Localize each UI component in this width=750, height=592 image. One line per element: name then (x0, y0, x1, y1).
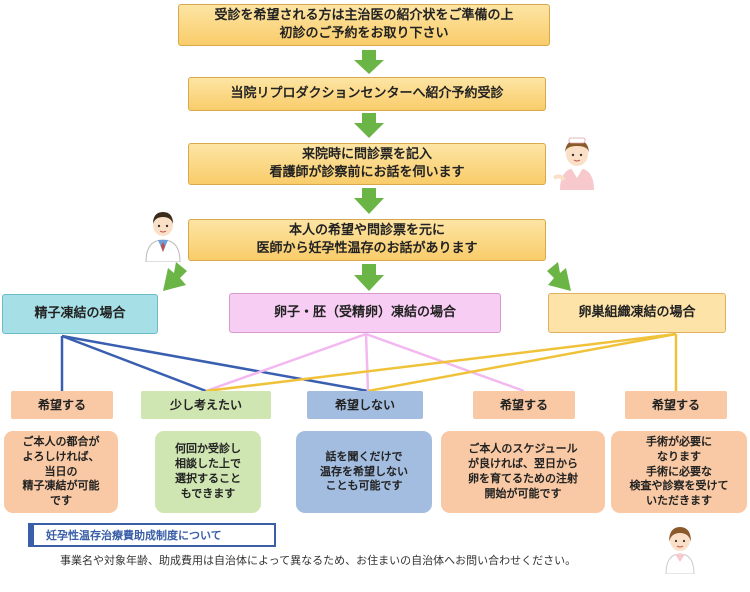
desc-consider: 何回か受診し 相談した上で 選択すること もできます (155, 431, 261, 513)
category-ovary: 卵巣組織凍結の場合 (548, 293, 726, 333)
option-egg-yes-label: 希望する (499, 397, 548, 412)
option-consider: 少し考えたい (141, 391, 271, 419)
doctor-icon (145, 212, 181, 262)
arrow-1 (354, 50, 384, 74)
arrow-center (354, 264, 384, 291)
option-no: 希望しない (307, 391, 423, 419)
option-sperm-yes-label: 希望する (37, 397, 86, 412)
option-consider-label: 少し考えたい (169, 397, 242, 412)
step-questionnaire-text: 来院時に問診票を記入 看護師が診察前にお話を伺います (269, 147, 465, 180)
desc-no: 話を聞くだけで 温存を希望しない ことも可能です (296, 431, 432, 513)
step-questionnaire: 来院時に問診票を記入 看護師が診察前にお話を伺います (188, 143, 546, 185)
arrow-left (163, 262, 187, 291)
step-referral-text: 受診を希望される方は主治医の紹介状をご準備の上 初診のご予約をお取り下さい (214, 8, 514, 41)
nurse-icon (552, 137, 594, 190)
arrow-right (547, 262, 571, 291)
category-egg: 卵子・胚（受精卵）凍結の場合 (229, 293, 501, 333)
category-sperm: 精子凍結の場合 (2, 294, 158, 334)
category-egg-label: 卵子・胚（受精卵）凍結の場合 (273, 305, 456, 321)
option-ovary-yes: 希望する (625, 391, 727, 419)
desc-ovary-yes: 手術が必要に なります 手術に必要な 検査や診察を受けて いただきます (611, 431, 747, 513)
desc-sperm-yes-text: ご本人の都合が よろしければ、 当日の 精子凍結が可能 です (22, 434, 100, 508)
desc-no-text: 話を聞くだけで 温存を希望しない ことも可能です (320, 449, 408, 493)
desc-ovary-yes-text: 手術が必要に なります 手術に必要な 検査や診察を受けて いただきます (629, 434, 729, 508)
option-egg-yes: 希望する (473, 391, 575, 419)
option-ovary-yes-label: 希望する (651, 397, 700, 412)
category-ovary-label: 卵巣組織凍結の場合 (578, 305, 696, 321)
arrow-2 (354, 113, 384, 138)
subsidy-note: 事業名や対象年齢、助成費用は自治体によって異なるため、お住まいの自治体へお問い合… (60, 554, 577, 567)
step-reservation: 当院リプロダクションセンターへ紹介予約受診 (188, 77, 546, 111)
desc-sperm-yes: ご本人の都合が よろしければ、 当日の 精子凍結が可能 です (4, 431, 118, 513)
subsidy-title: 妊孕性温存治療費助成制度について (28, 523, 276, 547)
step-doctor-talk-text: 本人の希望や問診票を元に 医師から妊孕性温存のお話があります (256, 223, 478, 256)
desc-egg-yes-text: ご本人のスケジュール が良ければ、翌日から 卵を育てるための注射 開始が可能です (468, 442, 578, 500)
option-no-label: 希望しない (334, 397, 395, 412)
subsidy-title-text: 妊孕性温存治療費助成制度について (46, 529, 222, 542)
nurse-icon (665, 527, 695, 574)
desc-egg-yes: ご本人のスケジュール が良ければ、翌日から 卵を育てるための注射 開始が可能です (441, 431, 605, 513)
arrow-3 (354, 188, 384, 214)
category-sperm-label: 精子凍結の場合 (34, 306, 126, 322)
option-sperm-yes: 希望する (11, 391, 113, 419)
step-referral: 受診を希望される方は主治医の紹介状をご準備の上 初診のご予約をお取り下さい (178, 4, 550, 46)
step-doctor-talk: 本人の希望や問診票を元に 医師から妊孕性温存のお話があります (188, 219, 546, 261)
step-reservation-text: 当院リプロダクションセンターへ紹介予約受診 (230, 86, 504, 102)
desc-consider-text: 何回か受診し 相談した上で 選択すること もできます (175, 442, 241, 500)
